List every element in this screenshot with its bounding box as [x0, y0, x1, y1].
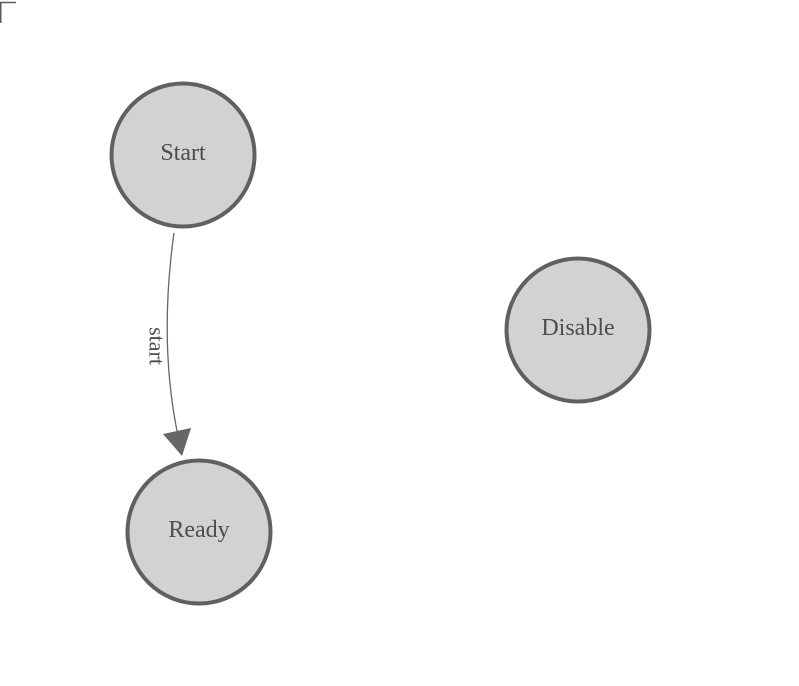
node-ready[interactable]: Ready — [125, 458, 273, 606]
arrowhead-icon — [163, 428, 191, 456]
node-disable-circle[interactable] — [504, 256, 652, 404]
node-start[interactable]: Start — [109, 81, 257, 229]
viewport-corner-mark — [0, 1, 16, 23]
node-ready-circle[interactable] — [125, 458, 273, 606]
node-disable[interactable]: Disable — [504, 256, 652, 404]
edge-label: start — [145, 327, 170, 365]
node-ready-label: Ready — [168, 517, 229, 543]
edge-start-to-ready[interactable]: start — [145, 232, 192, 456]
edge-line[interactable] — [166, 232, 178, 432]
node-start-circle[interactable] — [109, 81, 257, 229]
node-disable-label: Disable — [541, 315, 614, 341]
node-start-label: Start — [160, 140, 206, 166]
